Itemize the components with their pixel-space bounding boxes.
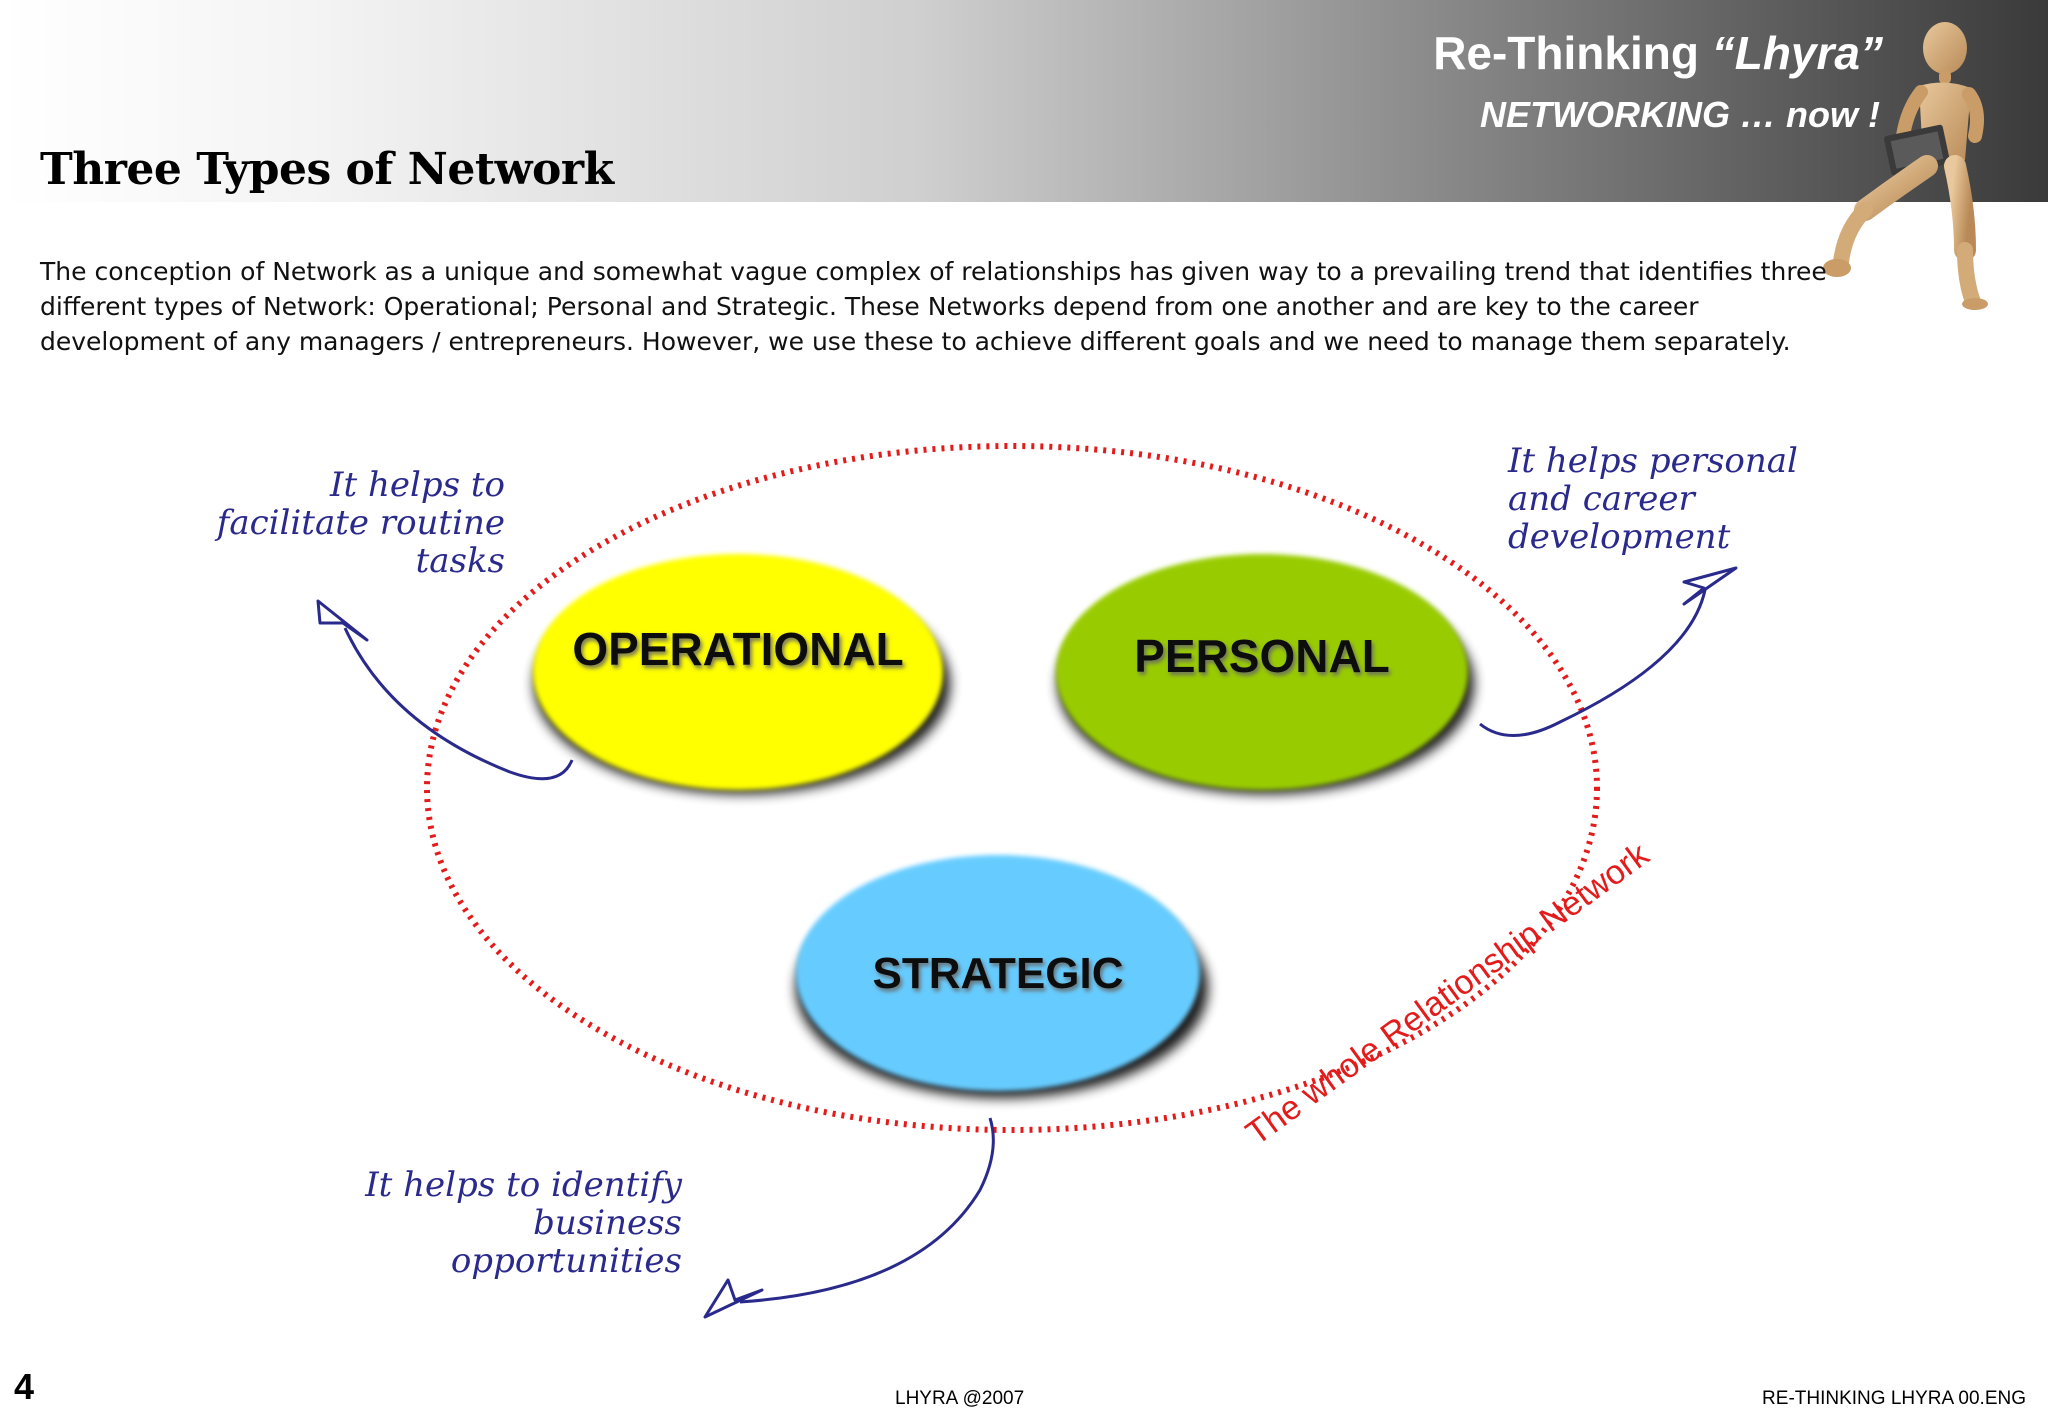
- relationship-network-boundary: [424, 443, 1600, 1133]
- personal-arrowhead: [1682, 566, 1738, 606]
- strategic-arrow: [739, 1117, 995, 1304]
- footer-copyright: LHYRA @2007: [895, 1388, 1025, 1409]
- brand-title: Re-Thinking “Lhyra”: [1433, 26, 1883, 80]
- strategic-arrowhead: [703, 1278, 764, 1319]
- personal-arrow: [1479, 589, 1707, 737]
- brand-subtitle: NETWORKING … now !: [1480, 94, 1880, 135]
- personal-node: PERSONAL: [1056, 554, 1474, 794]
- intro-paragraph: The conception of Network as a unique an…: [40, 257, 1827, 356]
- header-band: [0, 0, 2048, 202]
- strategic-node: STRATEGIC: [796, 855, 1208, 1098]
- brand-title-quote: “Lhyra”: [1711, 27, 1883, 79]
- personal-note-line-3: development: [1508, 517, 1731, 557]
- strategic-note-line-3: opportunities: [451, 1241, 682, 1281]
- personal-ellipse: [1056, 554, 1468, 790]
- operational-arrow: [343, 627, 574, 781]
- operational-ellipse: [533, 554, 943, 790]
- strategic-note-line-1: It helps to identify: [364, 1165, 683, 1205]
- wooden-mannequin-with-laptop-icon: [1823, 22, 1988, 310]
- strategic-label: STRATEGIC: [873, 949, 1124, 998]
- personal-label: PERSONAL: [1134, 630, 1390, 682]
- operational-label: OPERATIONAL: [572, 623, 903, 675]
- operational-note-line-2: facilitate routine: [214, 503, 505, 543]
- operational-arrowhead: [316, 599, 369, 642]
- operational-note-line-1: It helps to: [329, 465, 505, 505]
- relationship-network-label: The whole Relationship Network: [1239, 835, 1657, 1153]
- strategic-ellipse: [796, 855, 1200, 1091]
- operational-node: OPERATIONAL: [533, 554, 950, 794]
- strategic-note-line-2: business: [533, 1203, 682, 1243]
- page-title: Three Types of Network: [40, 144, 614, 195]
- brand-title-main: Re-Thinking: [1433, 27, 1699, 79]
- page-number: 4: [14, 1366, 35, 1407]
- operational-note-line-3: tasks: [416, 541, 505, 581]
- personal-note-line-2: and career: [1508, 479, 1697, 519]
- footer-document-code: RE-THINKING LHYRA 00.ENG: [1762, 1388, 2026, 1409]
- personal-note-line-1: It helps personal: [1507, 441, 1798, 481]
